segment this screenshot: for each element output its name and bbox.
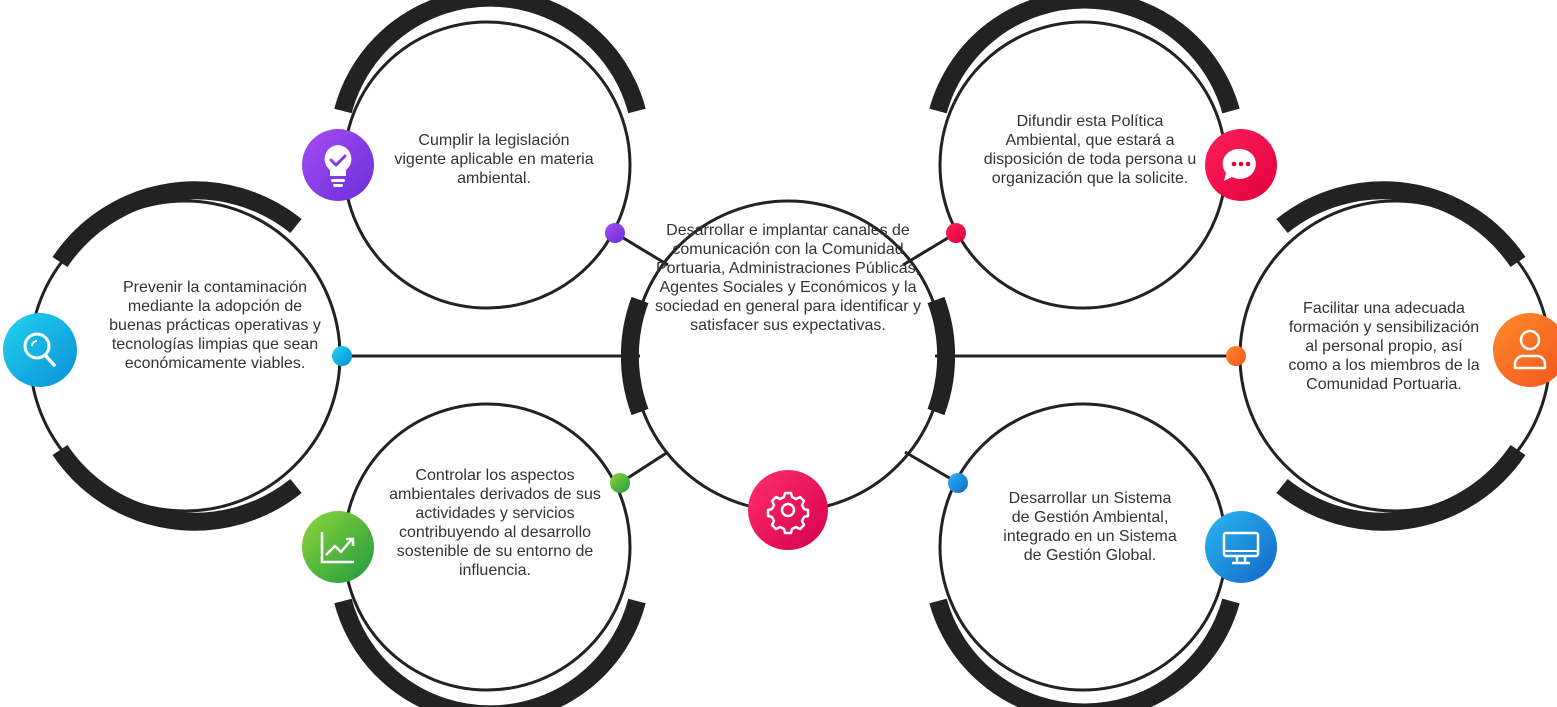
connector-lines: [342, 231, 1236, 485]
text-canales: Desarrollar e implantar canales de comun…: [655, 222, 921, 334]
text-controlar: Controlar los aspectos ambientales deriv…: [389, 467, 601, 579]
connector-top-right: [902, 231, 957, 267]
dot-facilitar: [1226, 346, 1246, 366]
chat-bubble-icon: [1205, 129, 1277, 201]
gear-icon: [748, 470, 828, 550]
text-cumplir: Cumplir la legislación vigente aplicable…: [394, 132, 594, 187]
lightbulb-check-icon: [302, 129, 374, 201]
trend-chart-icon: [302, 511, 374, 583]
dot-sistema: [948, 473, 968, 493]
text-sistema: Desarrollar un Sistema de Gestión Ambien…: [1003, 490, 1177, 564]
connector-bottom-right: [904, 450, 959, 485]
text-difundir: Difundir esta Política Ambiental, que es…: [983, 113, 1197, 187]
dot-difundir: [946, 223, 966, 243]
dot-prevenir: [332, 346, 352, 366]
text-facilitar: Facilitar una adecuada formación y sensi…: [1288, 300, 1480, 393]
monitor-icon: [1205, 511, 1277, 583]
dot-cumplir: [605, 223, 625, 243]
connector-dots: [332, 223, 1246, 493]
person-icon: [1493, 313, 1557, 387]
dot-controlar: [610, 473, 630, 493]
magnifier-icon: [3, 313, 77, 387]
connector-top-left: [614, 231, 669, 267]
text-prevenir: Prevenir la contaminación mediante la ad…: [109, 279, 321, 372]
